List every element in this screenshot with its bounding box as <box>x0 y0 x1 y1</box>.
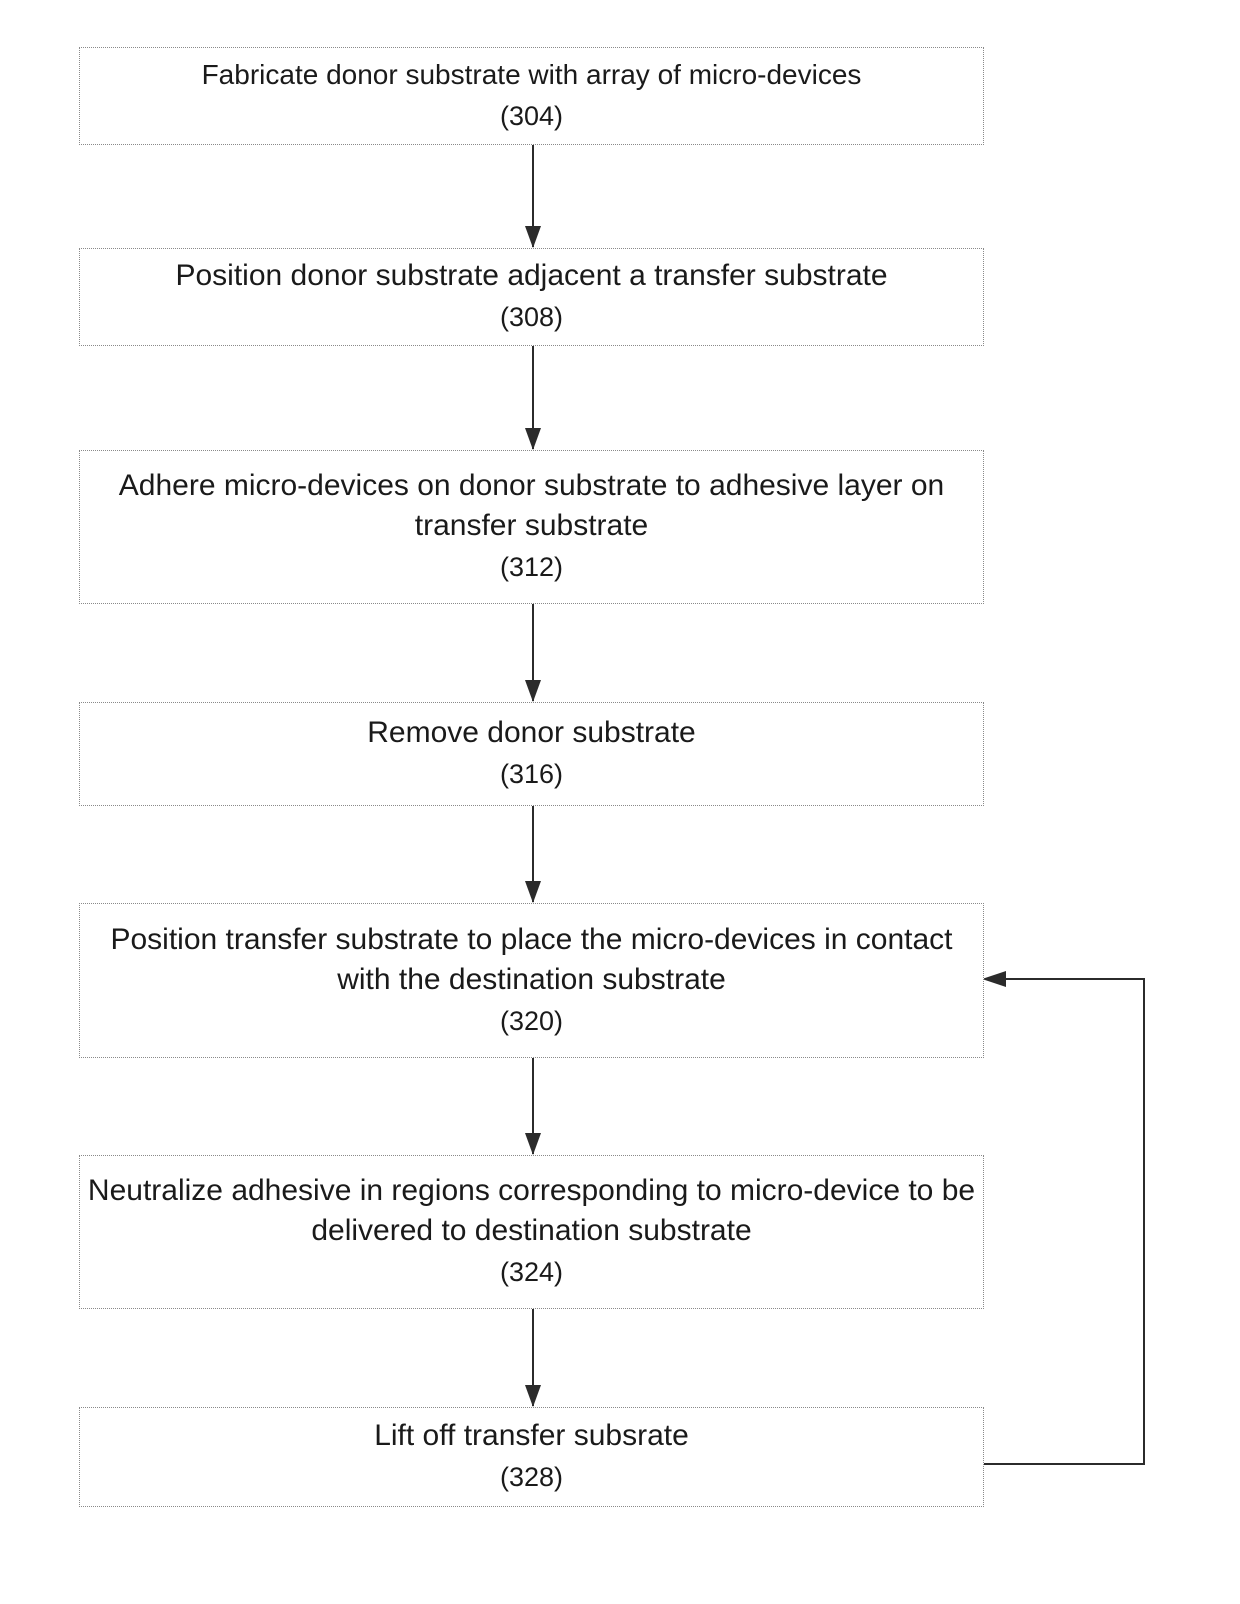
step-id: (328) <box>500 1456 563 1498</box>
step-id: (304) <box>500 95 563 137</box>
step-box-328: Lift off transfer subsrate (328) <box>79 1407 984 1507</box>
step-id: (316) <box>500 753 563 795</box>
step-box-320: Position transfer substrate to place the… <box>79 903 984 1058</box>
arrowhead-316-to-320 <box>525 881 541 903</box>
arrowhead-304-to-308 <box>525 226 541 248</box>
arrowhead-308-to-312 <box>525 428 541 450</box>
arrowhead-324-to-328 <box>525 1385 541 1407</box>
step-box-324: Neutralize adhesive in regions correspon… <box>79 1155 984 1309</box>
step-id: (308) <box>500 296 563 338</box>
arrowhead-312-to-316 <box>525 680 541 702</box>
step-text: Adhere micro-devices on donor substrate … <box>80 466 983 546</box>
step-box-316: Remove donor substrate (316) <box>79 702 984 806</box>
step-id: (312) <box>500 546 563 588</box>
step-text: Position transfer substrate to place the… <box>80 920 983 1000</box>
step-text: Neutralize adhesive in regions correspon… <box>80 1171 983 1251</box>
step-text: Remove donor substrate <box>355 713 708 753</box>
arrowhead-320-to-324 <box>525 1133 541 1155</box>
loop-back-arrow-328-to-320 <box>984 979 1144 1464</box>
loop-back-arrowhead <box>982 971 1006 987</box>
step-box-304: Fabricate donor substrate with array of … <box>79 47 984 145</box>
step-box-312: Adhere micro-devices on donor substrate … <box>79 450 984 604</box>
step-text: Position donor substrate adjacent a tran… <box>163 256 899 296</box>
step-text: Fabricate donor substrate with array of … <box>196 55 868 95</box>
step-id: (320) <box>500 1000 563 1042</box>
step-text: Lift off transfer subsrate <box>362 1416 701 1456</box>
step-box-308: Position donor substrate adjacent a tran… <box>79 248 984 346</box>
step-id: (324) <box>500 1251 563 1293</box>
